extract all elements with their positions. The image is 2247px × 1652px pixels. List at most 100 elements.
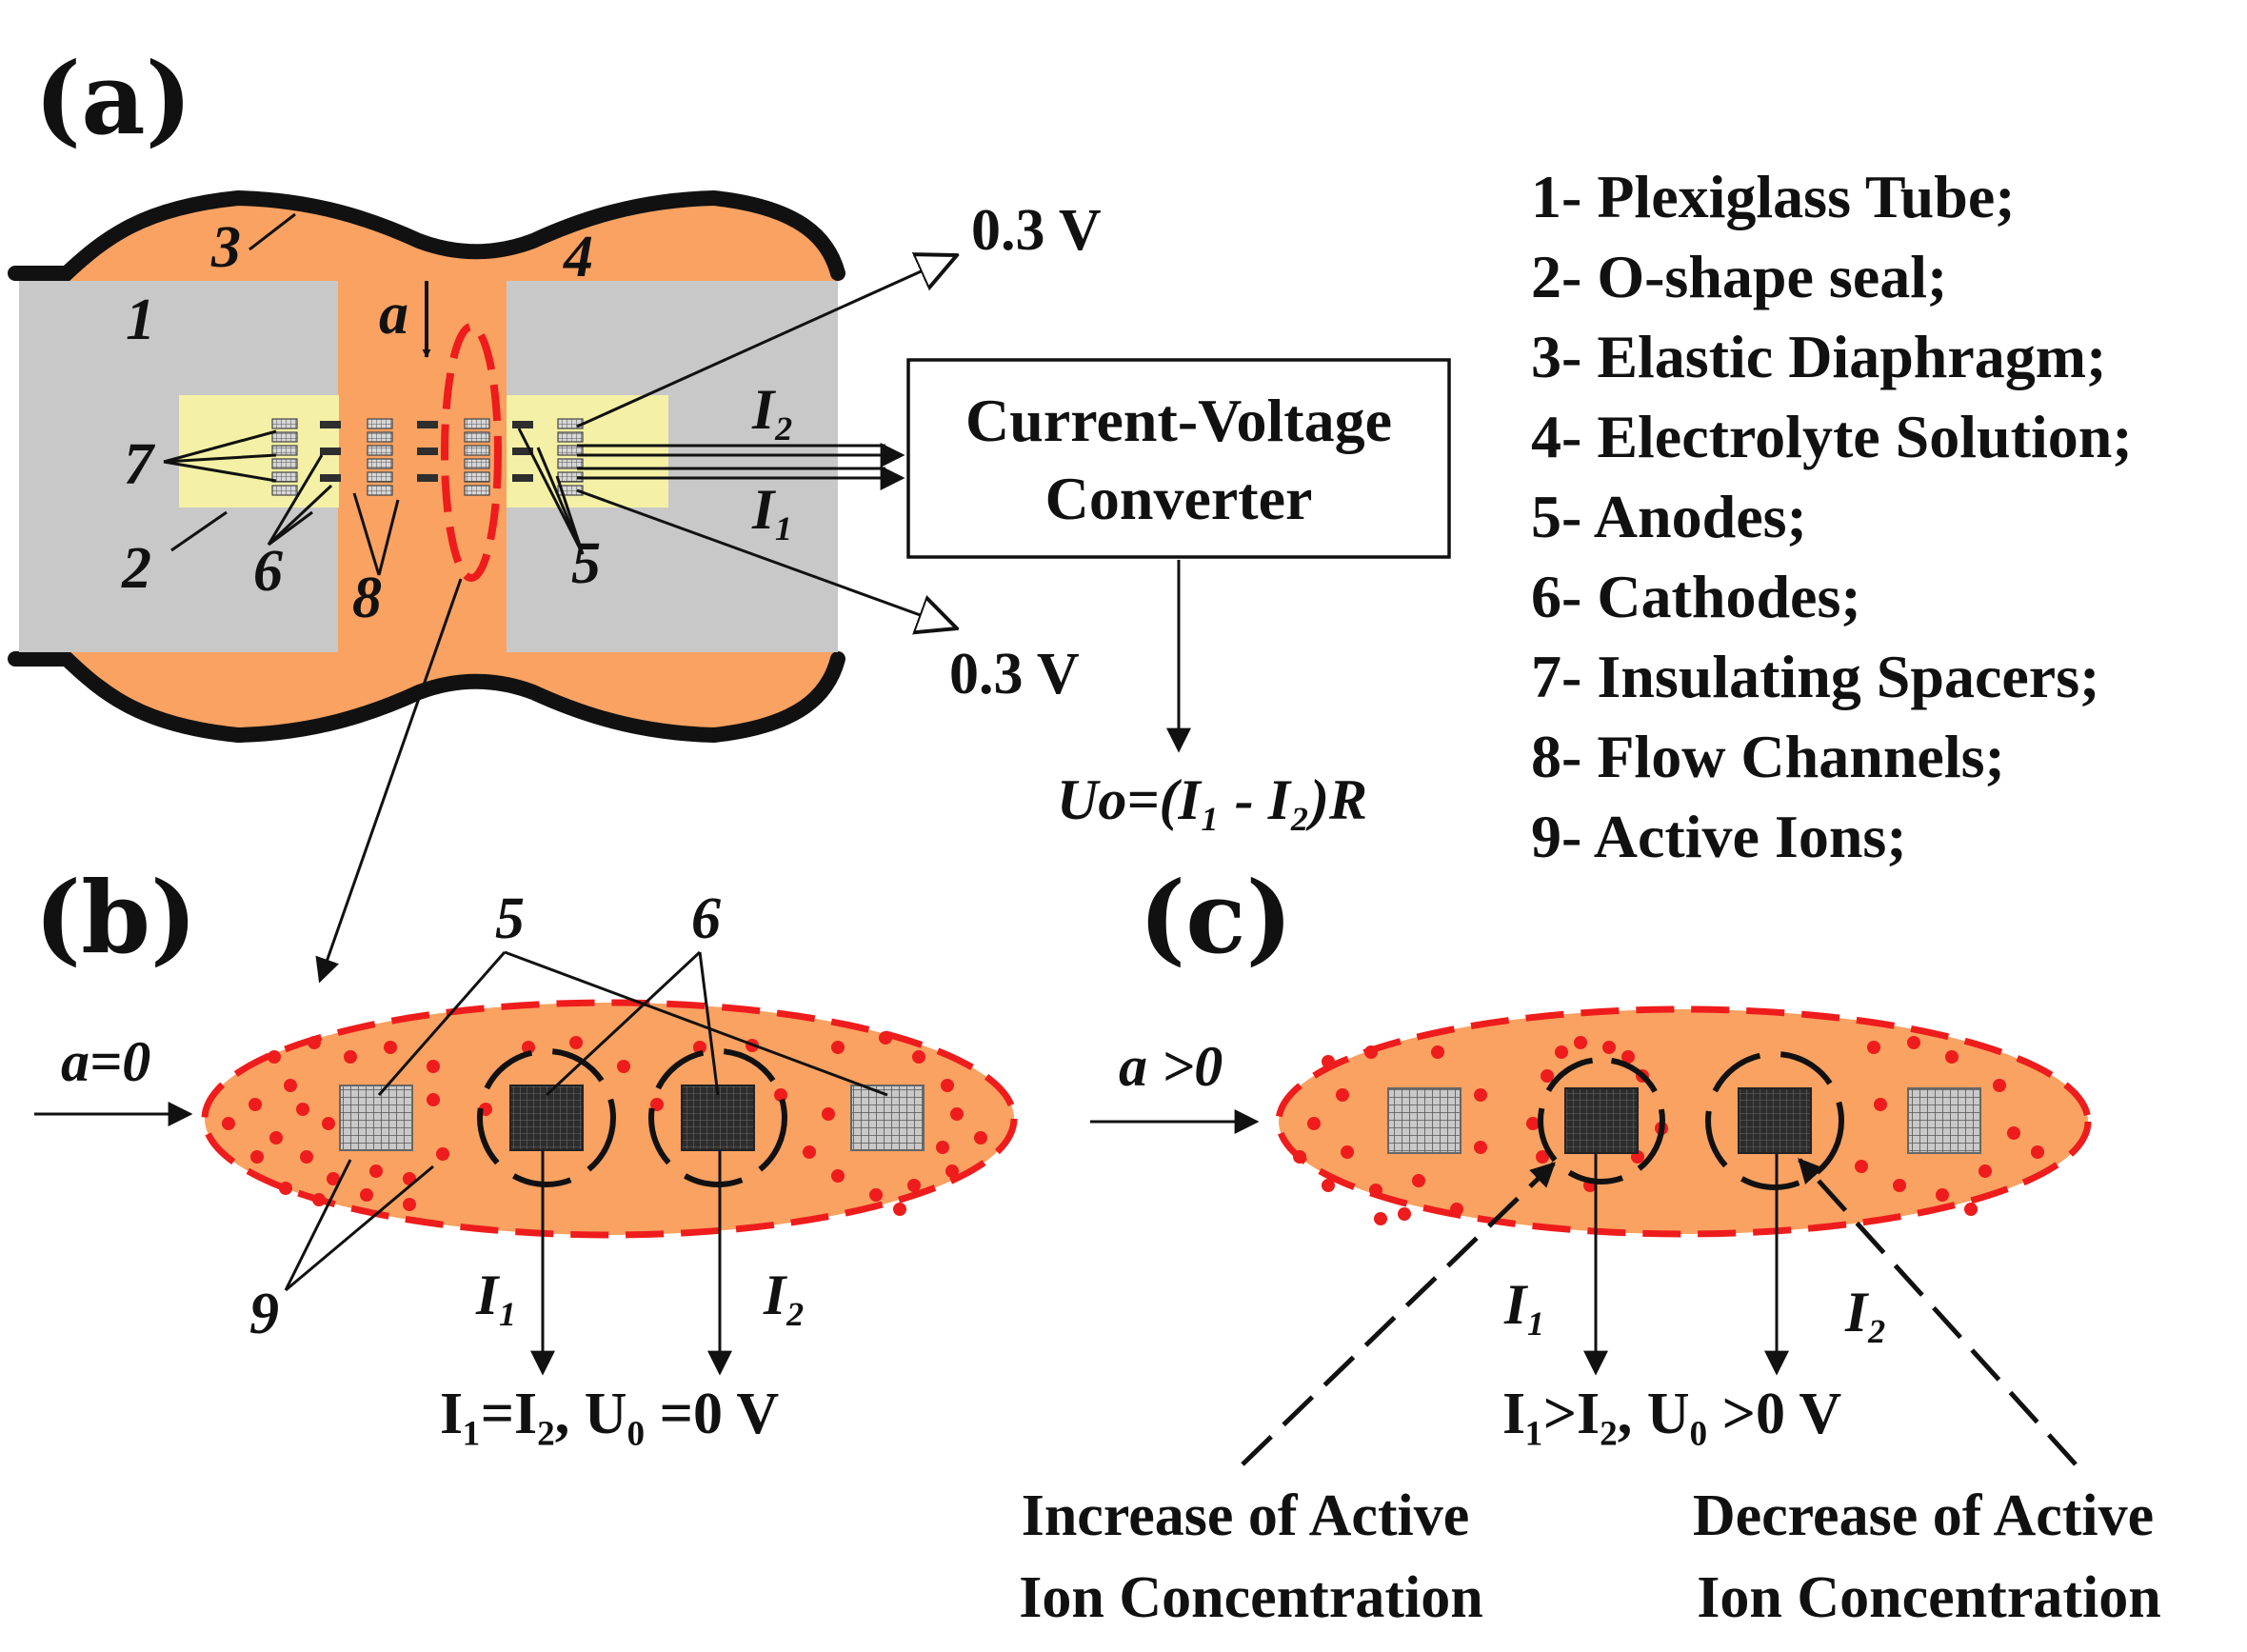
cathode-mesh xyxy=(512,474,533,482)
active-ion xyxy=(1536,1150,1549,1164)
cathode-mesh xyxy=(417,448,438,455)
legend-item: 6- Cathodes; xyxy=(1531,563,1861,630)
active-ion xyxy=(300,1150,313,1164)
part-number-2: 2 xyxy=(121,536,151,601)
anode-mesh xyxy=(367,471,393,483)
panel-label-b: (b) xyxy=(34,859,197,976)
leader-lines-b xyxy=(284,950,888,1292)
current-label-b-i2: I₂ xyxy=(763,1264,805,1326)
decrease-pointer xyxy=(1798,1158,2078,1466)
concentration-ring-c-right xyxy=(1705,1051,1844,1190)
anode-mesh xyxy=(367,485,393,496)
concentration-ring-b-right xyxy=(648,1048,787,1187)
active-ion xyxy=(1979,1164,1992,1178)
anode-mesh xyxy=(557,485,584,496)
active-ion xyxy=(1555,1045,1568,1059)
active-ion xyxy=(1369,1184,1382,1197)
active-ion xyxy=(974,1131,987,1144)
active-ion xyxy=(1374,1212,1387,1225)
anode-mesh xyxy=(271,471,298,483)
active-ion xyxy=(427,1093,440,1106)
active-ion xyxy=(822,1107,835,1121)
legend: 1- Plexiglass Tube;2- O-shape seal;3- El… xyxy=(1531,163,2133,870)
current-label-i2: I₂ xyxy=(751,378,794,441)
active-ion xyxy=(1322,1055,1335,1068)
anode-mesh xyxy=(367,431,393,443)
anode-mesh xyxy=(464,471,490,483)
cathode-b-right xyxy=(681,1085,755,1151)
increase-label-line2: Ion Concentration xyxy=(1019,1565,1482,1630)
result-c: I₁>I₂, U₀ >0 V xyxy=(1502,1382,1841,1446)
zoom-region-outline xyxy=(441,323,502,582)
legend-item: 9- Active Ions; xyxy=(1531,803,1907,870)
legend-item: 3- Elastic Diaphragm; xyxy=(1531,323,2106,390)
active-ions-c xyxy=(1293,1036,2044,1225)
cathode-b-left xyxy=(509,1085,584,1151)
anode-mesh xyxy=(367,458,393,469)
part-number-7: 7 xyxy=(124,432,156,497)
elastic-diaphragm-top xyxy=(8,189,845,281)
leader-lines-a xyxy=(163,212,585,576)
active-ion xyxy=(803,1145,816,1159)
active-ion xyxy=(2007,1126,2020,1140)
cathode-c-right xyxy=(1738,1087,1812,1154)
active-ion xyxy=(1936,1188,1949,1202)
active-ion xyxy=(941,1079,954,1092)
active-ion xyxy=(1364,1045,1378,1059)
output-wiring: 0.3 V 0.3 V I₂ I₁ xyxy=(576,198,1102,707)
cathode-mesh xyxy=(417,421,438,428)
active-ion xyxy=(268,1050,281,1064)
increase-pointer xyxy=(1241,1162,1556,1466)
decrease-label-line1: Decrease of Active xyxy=(1693,1483,2154,1548)
active-ion xyxy=(269,1131,283,1144)
active-ion xyxy=(831,1041,845,1054)
active-ion xyxy=(1412,1174,1425,1187)
active-ion xyxy=(344,1050,357,1064)
anode-b-right xyxy=(850,1085,925,1151)
active-ion xyxy=(1893,1179,1906,1192)
active-ion xyxy=(879,1031,892,1045)
active-ion xyxy=(1855,1160,1868,1173)
active-ion xyxy=(403,1198,416,1211)
detail-view-c: a >0 I₁ I₂ I₁>I₂, U₀ >0 V Increase of Ac… xyxy=(1019,1005,2161,1630)
converter-box xyxy=(906,358,1451,559)
part-number-3: 3 xyxy=(210,215,241,280)
active-ion xyxy=(650,1098,664,1111)
current-voltage-converter: Current-Voltage Converter Uo=(I₁ - I₂)R xyxy=(906,358,1451,831)
active-ion xyxy=(279,1182,292,1195)
anode-c-right xyxy=(1907,1087,1981,1154)
anode-mesh xyxy=(271,431,298,443)
anode-mesh xyxy=(464,485,490,496)
active-ion xyxy=(1450,1203,1463,1216)
legend-item: 5- Anodes; xyxy=(1531,483,1807,550)
voltage-label-top: 0.3 V xyxy=(971,198,1102,263)
concentration-ring-b-left xyxy=(477,1048,616,1187)
voltage-line-bottom xyxy=(576,488,957,628)
active-ion xyxy=(693,1041,706,1054)
voltage-line-top xyxy=(576,255,957,428)
panel-label-c: (c) xyxy=(1139,859,1293,976)
anode-mesh xyxy=(557,445,584,456)
anode-mesh xyxy=(464,418,490,429)
cathode-mesh xyxy=(512,421,533,428)
cathode-mesh xyxy=(417,474,438,482)
current-label-c-i2: I₂ xyxy=(1844,1281,1887,1343)
active-ion xyxy=(284,1079,297,1092)
legend-item: 1- Plexiglass Tube; xyxy=(1531,163,2016,230)
active-ion xyxy=(322,1117,335,1130)
active-ion xyxy=(308,1036,321,1049)
label-5-b: 5 xyxy=(495,886,525,951)
active-ion xyxy=(2031,1145,2044,1159)
active-ion xyxy=(1322,1179,1335,1192)
active-ion xyxy=(569,1036,583,1049)
accel-label-b: a=0 xyxy=(61,1030,150,1093)
anode-mesh xyxy=(557,458,584,469)
active-ion xyxy=(893,1203,906,1216)
legend-item: 8- Flow Channels; xyxy=(1531,723,2005,790)
o-shape-seal-right xyxy=(507,395,668,508)
cathode-mesh xyxy=(320,448,341,455)
anode-mesh xyxy=(271,445,298,456)
active-ion xyxy=(1474,1141,1487,1154)
active-ion xyxy=(774,1088,787,1102)
